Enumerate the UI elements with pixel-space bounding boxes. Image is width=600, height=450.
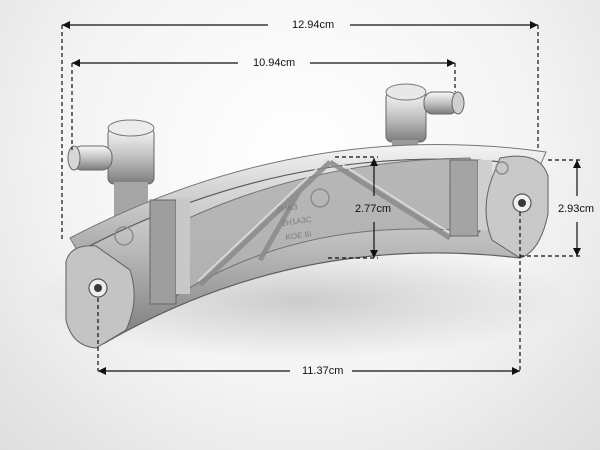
marking-line-1: 8HK3	[277, 202, 299, 214]
dim-end-height-label: 2.93cm	[558, 203, 595, 215]
dim-overall-width-label: 12.94cm	[292, 19, 335, 31]
dimension-arrows	[62, 21, 581, 375]
arm-bosses	[149, 159, 492, 305]
marking-line-2: 2H1A3C	[281, 215, 312, 228]
arm-inner-web	[159, 157, 481, 301]
marking-line-3: KOE 8I	[285, 229, 312, 242]
dim-pin-span-label: 10.94cm	[253, 57, 296, 69]
right-end-cap	[485, 155, 549, 259]
part-markings: 8HK3 2H1A3C KOE 8I	[277, 202, 312, 242]
dim-bottom-width-label: 11.37cm	[302, 365, 344, 377]
left-pin-block	[67, 119, 155, 218]
dim-inner-height-label: 2.77cm	[355, 203, 392, 215]
arm-ribs	[198, 159, 452, 287]
embossed-circles	[114, 161, 509, 246]
left-end-cap	[65, 245, 135, 349]
